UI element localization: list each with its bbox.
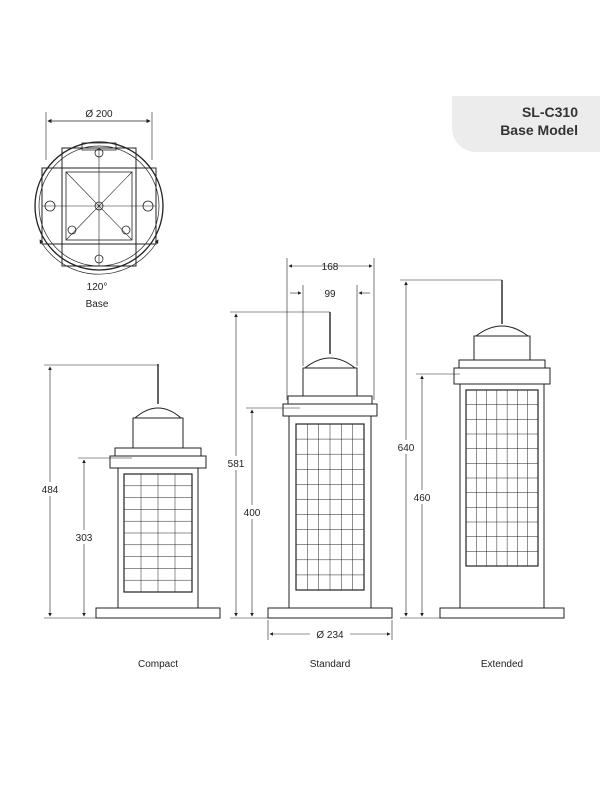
model-subtitle: Base Model — [500, 122, 578, 138]
base-angle-label: 120° — [87, 282, 108, 293]
extended-base — [439, 607, 565, 619]
extended-caption: Extended — [481, 659, 523, 670]
mount-hole — [142, 200, 154, 212]
extended-body — [459, 383, 545, 609]
standard-caption: Standard — [310, 659, 351, 670]
mount-hole — [94, 254, 104, 264]
extended-lantern — [439, 280, 565, 619]
extended-solar-grid — [466, 390, 538, 566]
standard-dims — [230, 258, 393, 640]
standard-base — [267, 607, 393, 619]
extended-height-total: 640 — [398, 443, 415, 454]
compact-caption: Compact — [138, 659, 178, 670]
model-title: SL-C310 — [521, 104, 578, 120]
standard-base-diameter: Ø 234 — [316, 630, 344, 641]
base-outer-circle — [34, 141, 164, 271]
compact-height-body: 303 — [76, 533, 93, 544]
standard-top-width: 168 — [322, 262, 339, 273]
base-view — [34, 112, 164, 275]
base-caption: Base — [86, 299, 109, 310]
extended-top-ring — [453, 367, 551, 385]
base-diameter-label: Ø 200 — [85, 109, 113, 120]
angle-arc — [39, 239, 159, 275]
mount-hole — [121, 225, 131, 235]
mount-hole — [67, 225, 77, 235]
mount-hole — [94, 148, 104, 158]
mount-hole — [44, 200, 56, 212]
title-card — [452, 96, 600, 152]
standard-top-ring — [282, 403, 378, 417]
extended-height-body: 460 — [414, 493, 431, 504]
standard-solar-grid — [296, 424, 364, 590]
compact-base — [95, 607, 221, 619]
standard-height-total: 581 — [228, 459, 245, 470]
compact-height-total: 484 — [42, 485, 59, 496]
standard-lantern — [267, 312, 393, 619]
standard-height-body: 400 — [244, 508, 261, 519]
standard-dome-width: 99 — [324, 289, 336, 300]
compact-solar-grid — [124, 474, 192, 592]
